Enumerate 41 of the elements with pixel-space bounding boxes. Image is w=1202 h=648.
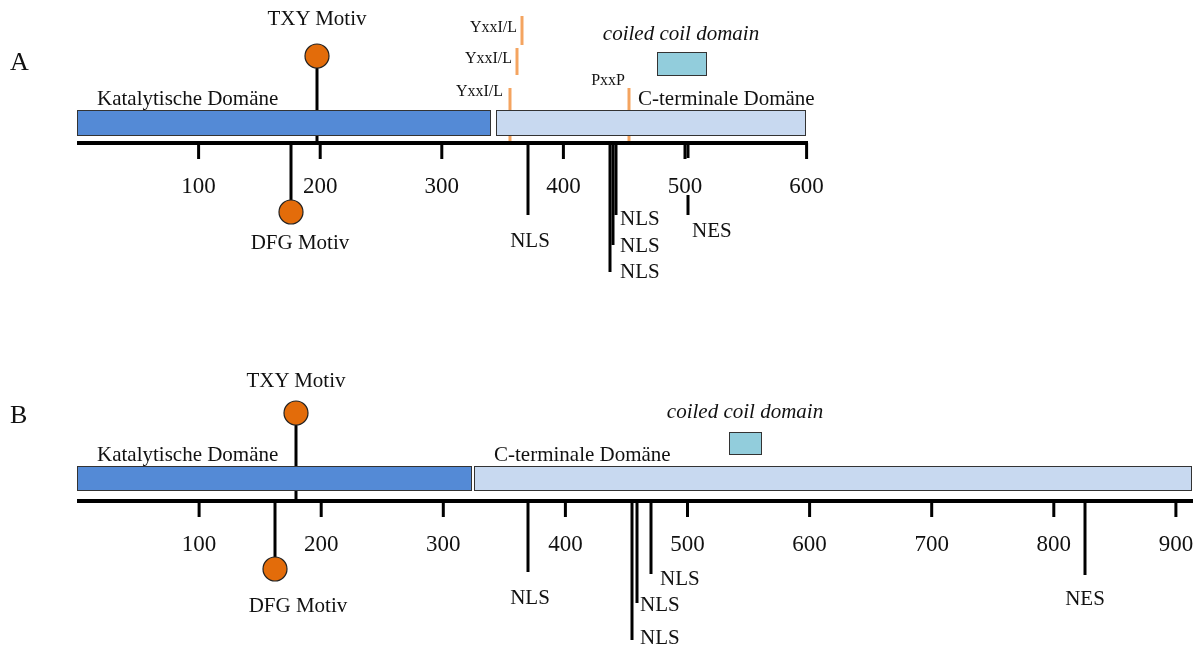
tick-label: 200 [302,173,338,197]
tick-label: 600 [792,531,827,555]
motif-label: YxxI/L [464,50,512,66]
motif-label: YxxI/L [455,83,503,99]
panel-letter: A [10,49,29,75]
tick-label: 700 [914,531,949,555]
tick-label: 600 [789,173,824,197]
signal-label: NLS [640,626,680,648]
domain-label: Katalytische Domäne [97,444,279,465]
tick-label: 900 [1158,531,1194,555]
domain-label: C-terminale Domäne [638,88,815,109]
tick-label: 400 [548,531,583,555]
signal-label: NES [692,219,732,241]
signal-label: NLS [640,593,680,615]
signal-label: NLS [620,260,660,282]
motif-label: YxxI/L [469,19,517,35]
signal-label: NLS [510,229,550,251]
motif-label: DFG Motiv [248,594,348,616]
motif-label: TXY Motiv [267,7,367,29]
signal-label: NES [1065,587,1105,609]
signal-label: NLS [510,586,550,608]
signal-label: NLS [620,234,660,256]
domain-label: Katalytische Domäne [97,88,279,109]
motif-label: DFG Motiv [250,231,350,253]
motif-label: PxxP [591,72,625,88]
domain-label: C-terminale Domäne [494,444,671,465]
tick-label: 100 [181,173,216,197]
motif-label: TXY Motiv [246,369,346,391]
tick-label: 800 [1036,531,1072,555]
tick-label: 100 [181,531,217,555]
tick-label: 500 [670,531,705,555]
tick-label: 300 [424,173,460,197]
domain-label: coiled coil domain [666,401,824,422]
tick-label: 200 [303,531,339,555]
tick-label: 500 [667,173,703,197]
panel-letter: B [10,402,28,428]
tick-label: 300 [426,531,461,555]
signal-label: NLS [660,567,700,589]
signal-label: NLS [620,207,660,229]
tick-label: 400 [546,173,581,197]
domain-label: coiled coil domain [602,23,760,44]
